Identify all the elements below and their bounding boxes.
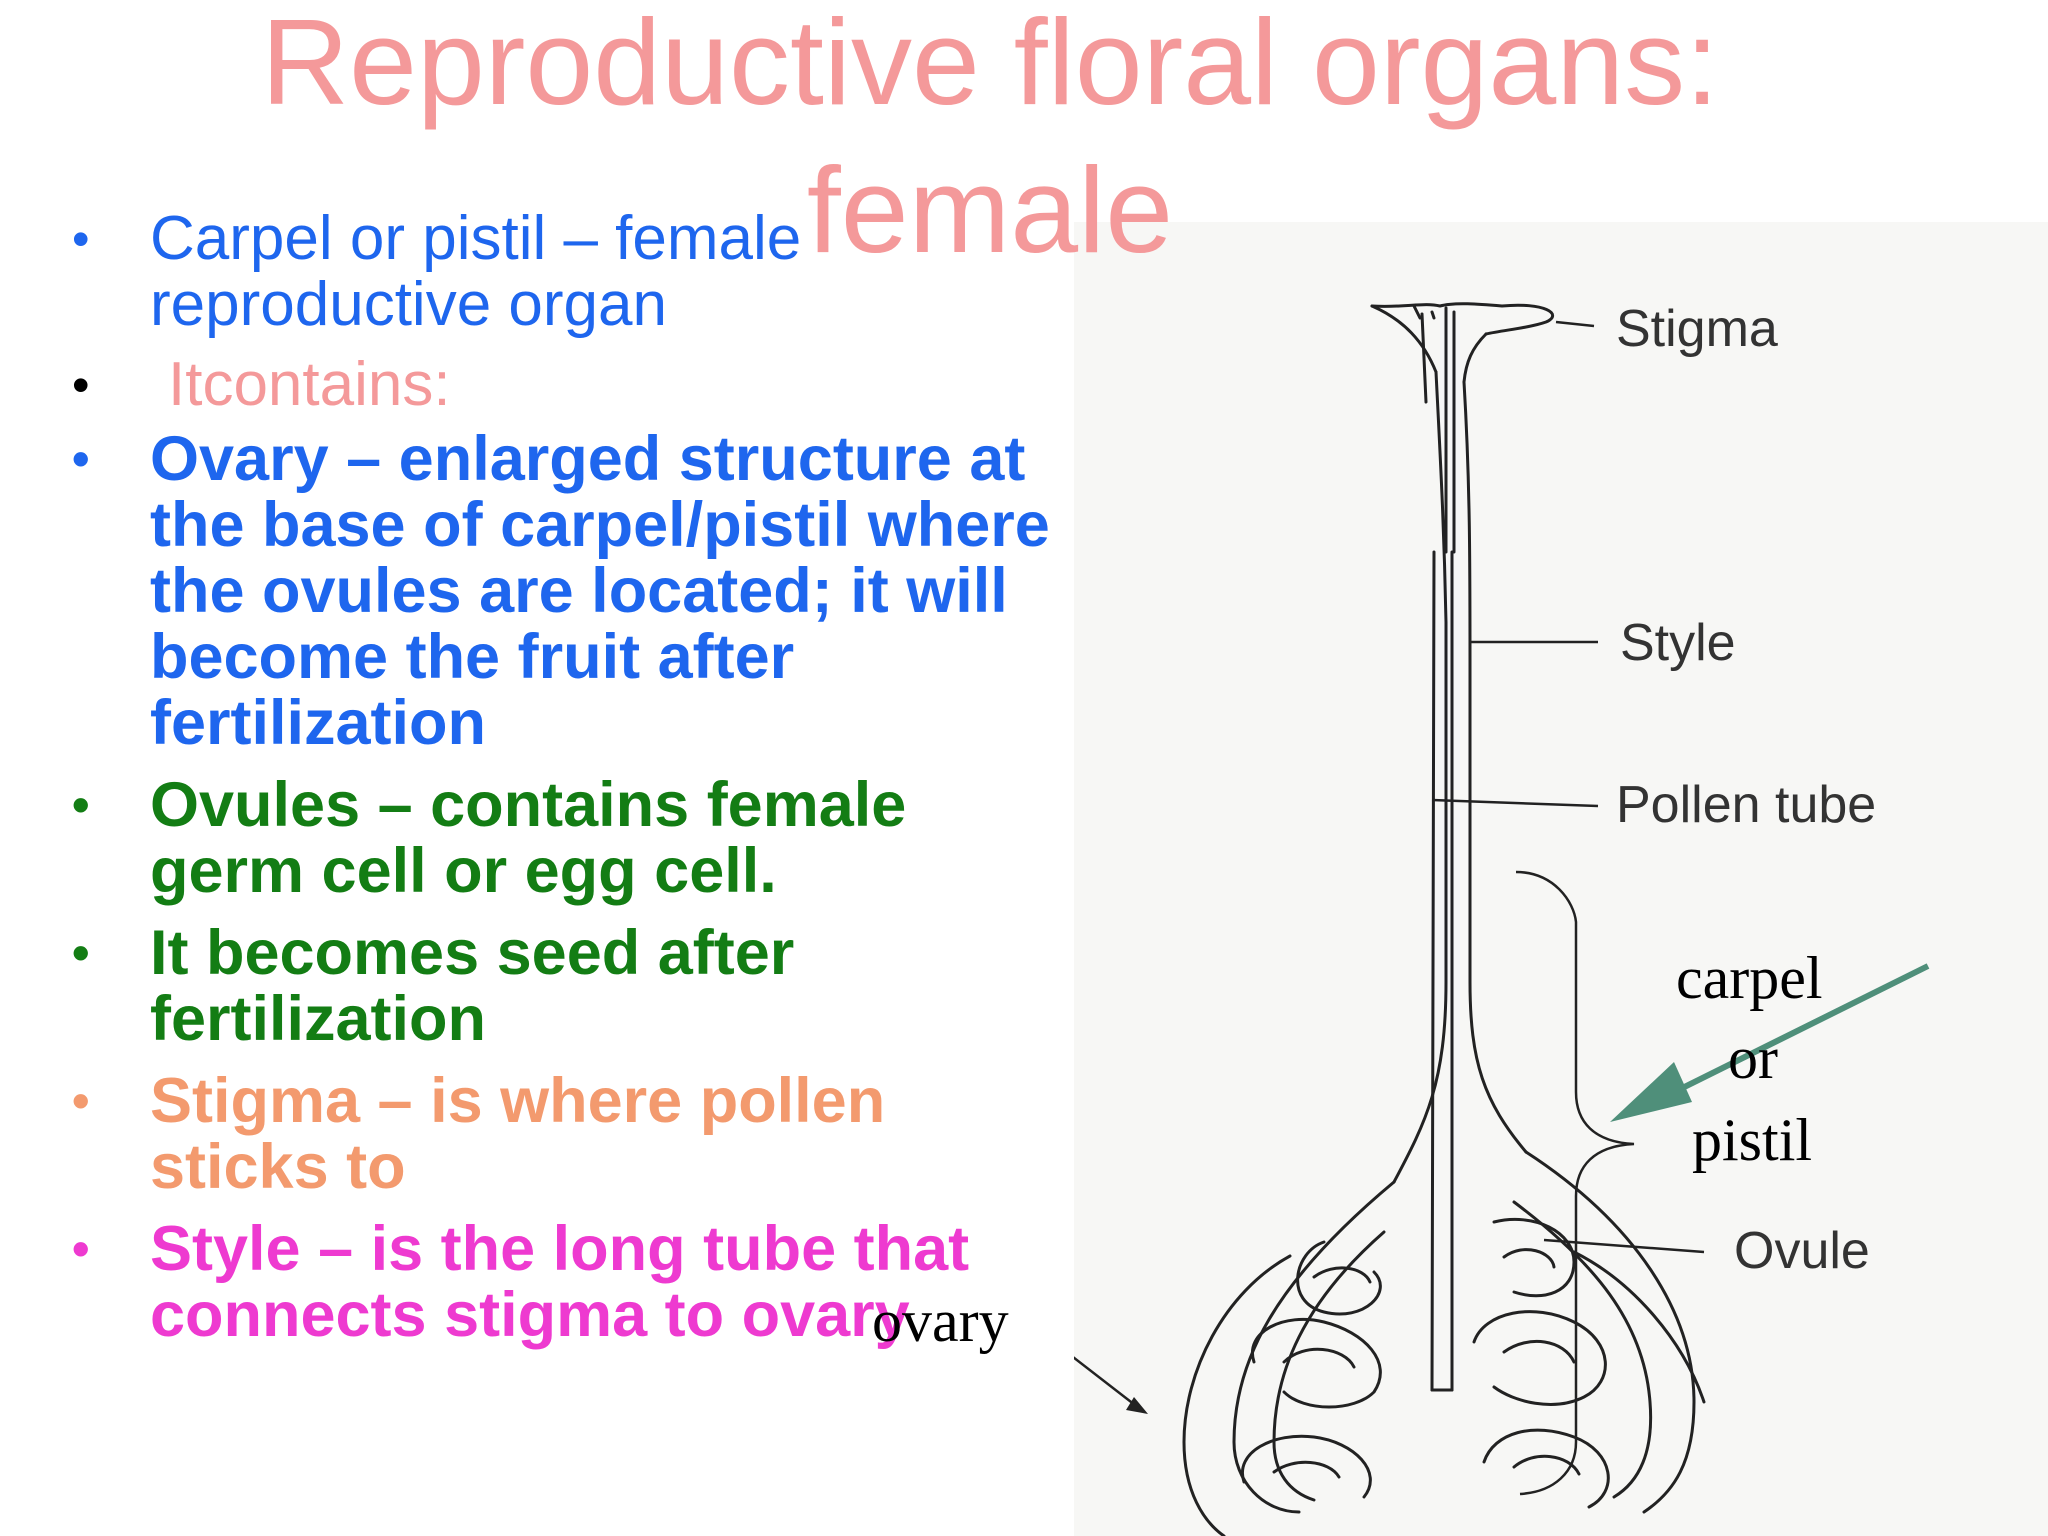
label-pollen-tube: Pollen tube [1616,776,1876,834]
bullet-seed: • It becomes seed after fertilization [70,920,1070,1052]
bullet-text: Style – is the long tube that connects s… [150,1214,970,1350]
ovary-wall-left [1232,1180,1396,1514]
ovary-leader [1074,1356,1145,1413]
label-carpel-line3: pistil [1692,1107,1812,1173]
label-ovule: Ovule [1734,1222,1870,1280]
label-carpel-line1: carpel [1676,945,1823,1011]
ovule-left-1 [1296,1240,1382,1316]
bullet-text: Stigma – is where pollen sticks to [150,1066,886,1202]
label-ovary: ovary [872,1288,1009,1354]
stigma-shape [1370,302,1554,336]
bullet-symbol: • [72,211,90,267]
bullet-ovules: • Ovules – contains female germ cell or … [70,772,1070,904]
diagram-panel: Stigma Style Pollen tube Ovule carpel or… [1074,222,2048,1536]
bullet-style: • Style – is the long tube that connects… [70,1216,1070,1348]
bullet-text: Carpel or pistil – female reproductive o… [150,204,802,339]
bullet-symbol: • [72,777,90,833]
bullet-text: Ovary – enlarged structure at the base o… [150,424,1050,758]
bullet-text: Itcontains: [168,350,451,419]
label-stigma: Stigma [1616,300,1778,358]
bullet-carpel: • Carpel or pistil – female reproductive… [70,206,1070,338]
bullet-symbol: • [72,357,90,413]
ovary-arrowhead [1126,1397,1148,1414]
ovule-left-2 [1250,1317,1382,1409]
stigma-leader [1555,320,1595,328]
ovule-right-1 [1492,1217,1576,1298]
bullet-stigma: • Stigma – is where pollen sticks to [70,1068,1070,1200]
bullet-symbol: • [72,1221,90,1277]
carpel-arrow [1610,963,1930,1122]
carpel-brace [1515,870,1635,1496]
bullet-contains: • Itcontains: [70,352,1070,418]
ovule-right-3 [1482,1428,1610,1509]
bullet-ovary: • Ovary – enlarged structure at the base… [70,426,1070,756]
style-outline-left [1392,370,1448,1184]
ovule-leader [1543,1238,1705,1254]
bullet-symbol: • [72,925,90,981]
bullet-list: • Carpel or pistil – female reproductive… [70,206,1070,1349]
style-outline-right [1462,380,1528,1154]
ovule-right-2 [1472,1310,1607,1406]
pistil-diagram: Stigma Style Pollen tube Ovule carpel or… [1074,300,1930,1536]
bullet-text: Ovules – contains female germ cell or eg… [150,770,907,906]
pollen-tube-leader [1431,798,1599,808]
label-style: Style [1620,614,1736,672]
bullet-symbol: • [72,1073,90,1129]
pollen-tube [1430,550,1436,1392]
ovule-left-3 [1240,1434,1372,1499]
slide-title: Reproductive floral organs: female [261,0,1719,278]
bullet-symbol: • [72,431,90,487]
bullet-text: It becomes seed after fertilization [150,918,795,1054]
label-carpel-line2: or [1728,1025,1778,1091]
